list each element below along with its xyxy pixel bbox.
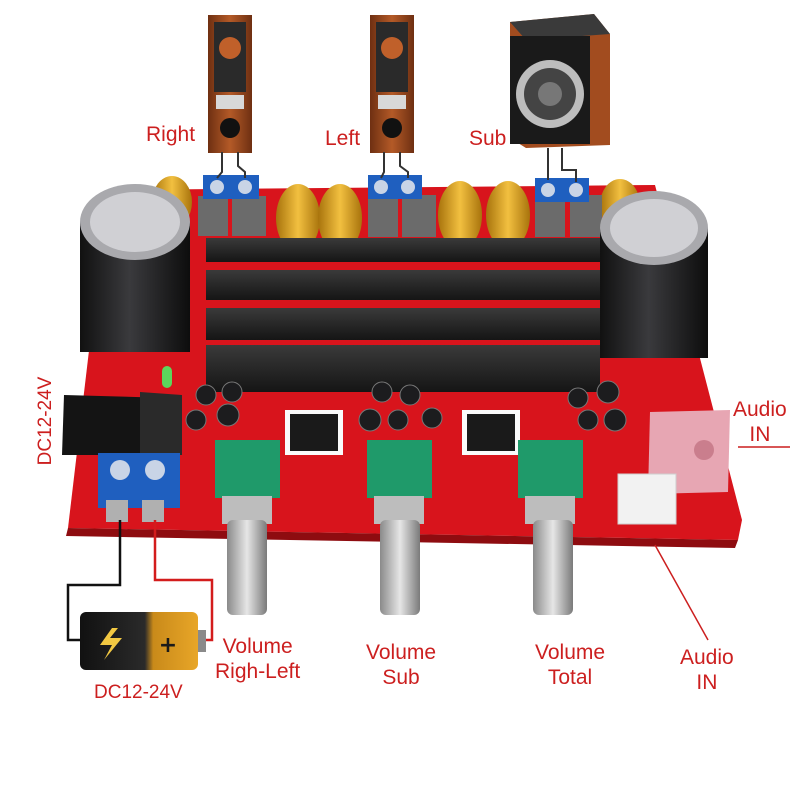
label-dc-side: DC12-24V	[35, 376, 56, 466]
audio-jack	[617, 410, 730, 525]
label-volume-total: Volume Total	[535, 641, 606, 690]
speaker-sub	[510, 14, 610, 148]
small-capacitors	[185, 380, 627, 432]
potentiometers	[215, 440, 583, 615]
label-audio-in-top: Audio IN	[733, 398, 787, 447]
label-volume-right-left: Volume Righ-Left	[215, 635, 301, 684]
dc-barrel-jack	[62, 392, 182, 455]
power-wires	[66, 520, 214, 642]
speaker-left	[370, 15, 414, 153]
label-left: Left	[325, 127, 361, 150]
label-audio-in-bottom: Audio IN	[680, 646, 734, 695]
label-dc-bottom: DC12-24V	[94, 682, 183, 703]
label-sub: Sub	[469, 127, 507, 150]
label-right: Right	[146, 123, 196, 146]
opamp-chips	[285, 410, 520, 455]
main-capacitors	[80, 184, 708, 358]
power-led	[162, 366, 172, 388]
power-terminal	[98, 453, 180, 522]
speaker-right	[208, 15, 252, 153]
svg-text:+: +	[159, 633, 177, 658]
battery-icon: +	[80, 612, 206, 670]
audio-in-lines	[654, 446, 790, 641]
label-volume-sub: Volume Sub	[366, 641, 437, 690]
speaker-wires	[216, 148, 577, 182]
heatsink	[206, 238, 612, 392]
speaker-terminals	[203, 175, 589, 202]
